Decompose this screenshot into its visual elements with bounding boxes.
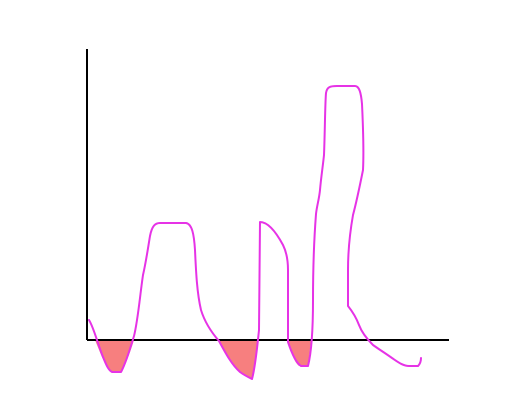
- shaded-region-3: [288, 340, 311, 366]
- shaded-region-2: [219, 340, 258, 379]
- wave-curve: [88, 85, 422, 380]
